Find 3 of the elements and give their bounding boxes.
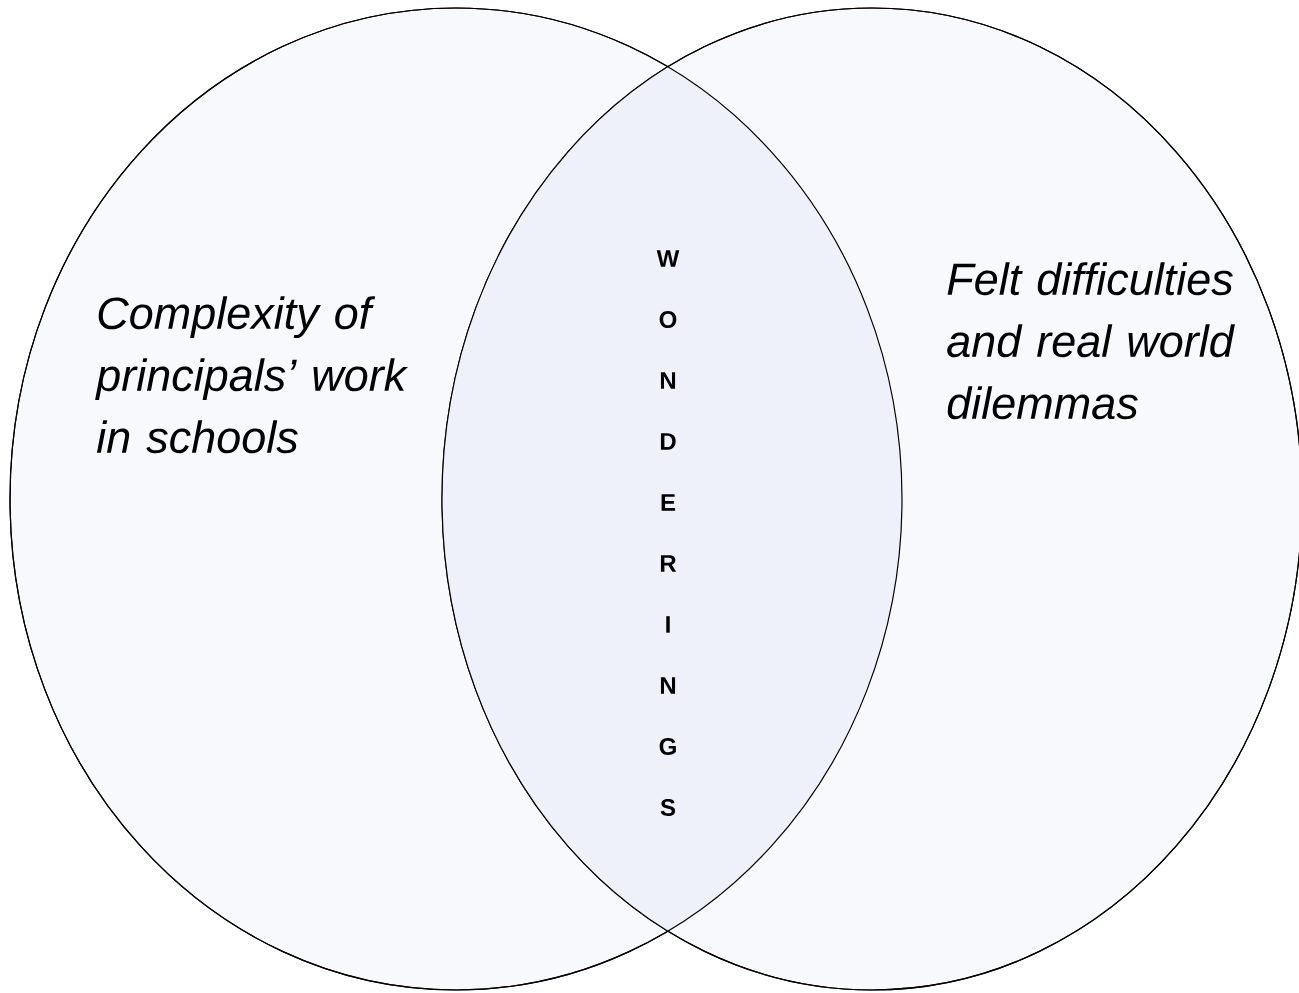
node-label: Complexity of principals’ work in schools [95,296,409,454]
vertical-label: WONDERINGS [656,250,680,816]
node-label: Felt difficulties and real world dilemmas [947,262,1235,420]
